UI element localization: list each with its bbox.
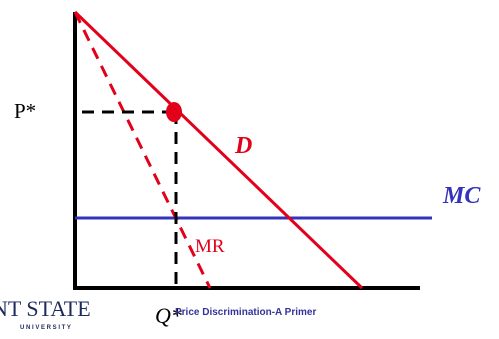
mc-label: MC [442,183,481,209]
university-logo-text: NT STATE [0,296,91,321]
price-label: P* [14,99,36,123]
university-logo-subtext: U N I V E R S I T Y [20,325,71,331]
marginal-revenue-curve [73,11,212,289]
optimum-point [166,102,182,122]
mr-label: MR [195,236,225,257]
demand-label: D [234,133,252,159]
demand-curve [73,10,364,290]
quantity-label: Q* [155,303,182,328]
footer-title: Price Discrimination-A Primer [175,307,316,318]
